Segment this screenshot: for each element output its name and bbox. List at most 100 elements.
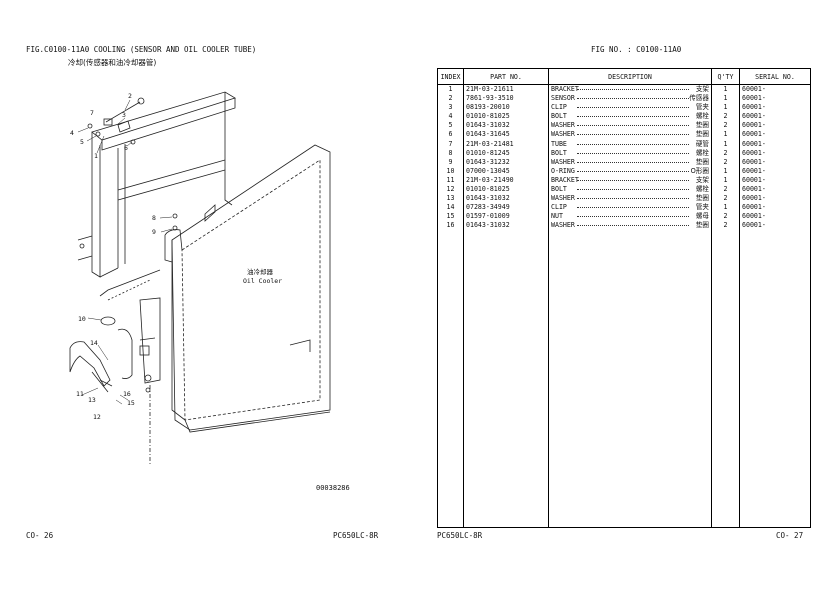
row-qty: 1 bbox=[711, 166, 740, 176]
right-page-number: CO- 27 bbox=[776, 531, 804, 540]
row-description: TUBE 硬管 bbox=[548, 139, 712, 149]
row-desc-zh: 传感器 bbox=[689, 94, 709, 103]
oil-cooler-label-zh: 油冷却器 bbox=[247, 267, 274, 276]
table-header-row: INDEX PART NO. DESCRIPTION Q'TY SERIAL N… bbox=[437, 68, 811, 85]
row-desc-en: WASHER bbox=[551, 221, 575, 230]
row-desc-en: O-RING bbox=[551, 166, 575, 175]
row-part-no: 01010-81025 bbox=[463, 112, 549, 122]
row-qty: 2 bbox=[711, 185, 740, 195]
row-index: 8 bbox=[437, 148, 464, 158]
row-desc-leader bbox=[577, 143, 689, 145]
row-serial: 60001- bbox=[739, 103, 811, 113]
col-description-header: DESCRIPTION bbox=[548, 68, 712, 85]
row-desc-leader bbox=[577, 152, 689, 154]
row-qty: 2 bbox=[711, 212, 740, 222]
oil-cooler-drawing bbox=[164, 144, 331, 433]
row-part-no: 07000-13045 bbox=[463, 166, 549, 176]
callout-2: 2 bbox=[128, 92, 132, 100]
row-index: 7 bbox=[437, 139, 464, 149]
row-part-no: 21M-03-21611 bbox=[463, 84, 549, 95]
row-desc-en: BRACKET bbox=[551, 175, 579, 184]
upper-bracket-drawing bbox=[77, 91, 236, 278]
row-desc-en: NUT bbox=[551, 212, 563, 221]
row-desc-leader bbox=[577, 125, 689, 127]
row-desc-en: BRACKET bbox=[551, 85, 579, 93]
row-index: 6 bbox=[437, 130, 464, 140]
row-part-no: 01643-31032 bbox=[463, 221, 549, 231]
row-index: 12 bbox=[437, 185, 464, 195]
row-index: 14 bbox=[437, 203, 464, 213]
left-page-number: CO- 26 bbox=[26, 531, 54, 540]
parts-table: INDEX PART NO. DESCRIPTION Q'TY SERIAL N… bbox=[437, 68, 811, 528]
row-desc-zh: 垫圈 bbox=[695, 130, 709, 139]
row-desc-zh: 管夹 bbox=[695, 103, 709, 112]
callout-4: 4 bbox=[70, 129, 74, 137]
row-index: 5 bbox=[437, 121, 464, 131]
row-desc-leader bbox=[577, 216, 689, 218]
row-desc-en: TUBE bbox=[551, 139, 567, 148]
row-part-no: 01643-31032 bbox=[463, 121, 549, 131]
lower-tube-drawing bbox=[69, 269, 161, 465]
row-qty: 1 bbox=[711, 130, 740, 140]
callout-13: 13 bbox=[88, 396, 96, 404]
row-part-no: 07283-34949 bbox=[463, 203, 549, 213]
row-serial: 60001- bbox=[739, 130, 811, 140]
callout-9: 9 bbox=[152, 228, 156, 236]
row-desc-zh: 垫圈 bbox=[695, 121, 709, 130]
row-desc-en: CLIP bbox=[551, 203, 567, 212]
row-part-no: 21M-03-21481 bbox=[463, 139, 549, 149]
row-desc-leader bbox=[577, 170, 689, 172]
row-part-no: 01010-81245 bbox=[463, 148, 549, 158]
row-index: 2 bbox=[437, 94, 464, 104]
row-serial: 60001- bbox=[739, 139, 811, 149]
row-serial: 60001- bbox=[739, 148, 811, 158]
col-part-no-header: PART NO. bbox=[463, 68, 549, 85]
row-serial: 60001- bbox=[739, 221, 811, 231]
row-qty: 1 bbox=[711, 84, 740, 95]
row-desc-en: CLIP bbox=[551, 103, 567, 112]
row-part-no: 01010-81025 bbox=[463, 185, 549, 195]
row-index: 16 bbox=[437, 221, 464, 231]
leader-lines bbox=[77, 99, 173, 405]
exploded-parts-diagram: 1 2 3 4 5 6 7 8 9 10 11 12 13 14 15 16 油… bbox=[69, 91, 331, 465]
row-desc-zh: 支架 bbox=[695, 85, 709, 93]
row-serial: 60001- bbox=[739, 112, 811, 122]
row-desc-zh: O形圈 bbox=[690, 166, 709, 175]
row-desc-leader bbox=[577, 161, 689, 163]
callout-11: 11 bbox=[76, 390, 84, 398]
callout-1: 1 bbox=[94, 152, 98, 160]
callout-15: 15 bbox=[127, 399, 135, 407]
table-filler bbox=[437, 230, 811, 528]
callout-8: 8 bbox=[152, 214, 156, 222]
row-desc-zh: 硬管 bbox=[695, 139, 709, 148]
sensor-drawing bbox=[87, 97, 178, 231]
row-qty: 2 bbox=[711, 194, 740, 204]
row-serial: 60001- bbox=[739, 212, 811, 222]
row-qty: 2 bbox=[711, 157, 740, 167]
callout-6: 6 bbox=[124, 144, 128, 152]
row-desc-en: BOLT bbox=[551, 185, 567, 194]
row-part-no: 7861-93-3510 bbox=[463, 94, 549, 104]
row-desc-en: BOLT bbox=[551, 112, 567, 121]
row-part-no: 21M-03-21490 bbox=[463, 175, 549, 186]
